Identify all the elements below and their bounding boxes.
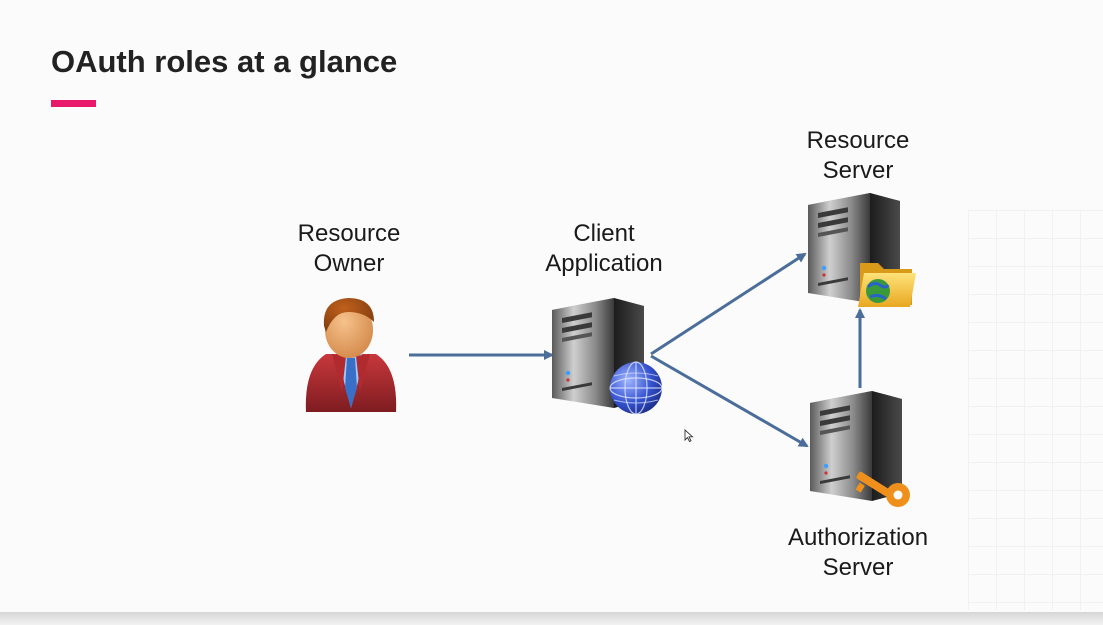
bottom-bar [0, 612, 1103, 625]
server-globe-icon [552, 298, 663, 415]
resource-server-label: Resource Server [806, 127, 910, 184]
server-key-icon [810, 391, 910, 507]
person-icon [305, 298, 397, 412]
resource-owner-label: Resource Owner [297, 220, 401, 277]
globe-icon [609, 361, 663, 415]
arrow-client-to-authorization-server [650, 354, 809, 448]
slide-title: OAuth roles at a glance [51, 44, 398, 79]
folder-icon [858, 263, 916, 307]
mouse-cursor-icon [684, 429, 694, 443]
client-application-label: Client Application [545, 220, 663, 277]
arrow-client-to-resource-server [650, 252, 807, 356]
key-icon [855, 471, 910, 507]
authorization-server-label: Authorization Server [787, 524, 929, 581]
background-grid [968, 210, 1103, 610]
server-folder-icon [808, 193, 916, 307]
title-accent-bar [51, 100, 96, 107]
